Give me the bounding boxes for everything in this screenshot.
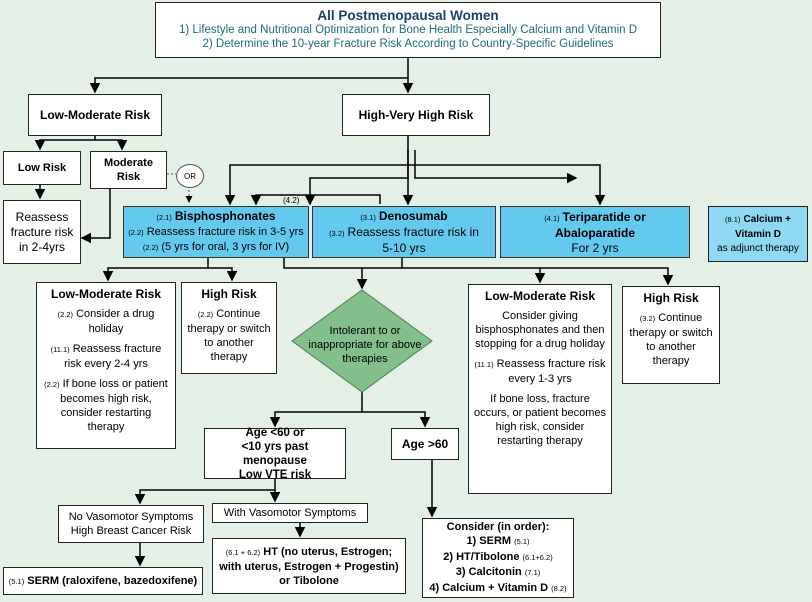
bis-low-mod-ref-3: (2.2) xyxy=(44,380,60,389)
teriparatide-box: (4.1) Teriparatide or Abaloparatide For … xyxy=(500,206,690,258)
bis-ref-3: (2.2) xyxy=(142,243,159,252)
header-box: All Postmenopausal Women 1) Lifestyle an… xyxy=(155,2,661,58)
low-risk-label: Low Risk xyxy=(17,162,67,174)
deno-ref-2: (3.2) xyxy=(329,229,345,238)
teri-title: Teriparatide or Abaloparatide xyxy=(554,209,646,240)
header-line-2: 2) Determine the 10-year Fracture Risk A… xyxy=(202,38,614,50)
age-lt60-line-3: Low VTE risk xyxy=(238,468,312,481)
low-risk-box: Low Risk xyxy=(3,151,81,185)
bis-low-mod-ref-2: (11.1) xyxy=(50,345,70,354)
moderate-risk-label: Moderate Risk xyxy=(104,157,153,183)
header-line-1: 1) Lifestyle and Nutritional Optimizatio… xyxy=(178,24,638,36)
ht-ref: (6.1 + 6.2) xyxy=(225,547,261,557)
ht-tibolone-box: (6.1 + 6.2) HT (no uterus, Estrogen; wit… xyxy=(212,538,406,594)
intolerant-text: Intolerant to or inappropriate for above… xyxy=(308,325,422,365)
age-under-60-box: Age <60 or <10 yrs past menopause Low VT… xyxy=(204,426,346,481)
calcium-ref: (8.1) xyxy=(724,215,741,224)
age-gt60-label: Age >60 xyxy=(401,437,449,451)
ht-line-2: with uterus, Estrogen + Progestin) xyxy=(219,560,399,573)
bis-ref-1: (2.1) xyxy=(156,213,172,222)
with-vasomotor-label: With Vasomotor Symptoms xyxy=(223,507,357,519)
bis-low-moderate-box: Low-Moderate Risk (2.2) Consider a drug … xyxy=(36,282,176,449)
deno-high-risk-box: High Risk (3.2) Continue therapy or swit… xyxy=(622,286,720,384)
bis-low-mod-item-3: If bone loss or patient becomes high ris… xyxy=(60,378,168,433)
high-very-high-risk-box: High-Very High Risk xyxy=(342,94,490,136)
reassess-low-text: Reassess fracture risk in 2-4yrs xyxy=(10,209,74,254)
age-over-60-box: Age >60 xyxy=(391,428,459,460)
teri-line-2: For 2 yrs xyxy=(571,240,619,255)
deno-title: Denosumab xyxy=(378,209,448,223)
with-vasomotor-box: With Vasomotor Symptoms xyxy=(212,503,368,523)
deno-ref-1: (3.1) xyxy=(360,213,376,222)
deno-line-2: Reassess fracture risk in xyxy=(347,225,479,239)
calcium-adjunct-box: (8.1) Calcium + Vitamin D as adjunct the… xyxy=(708,206,808,262)
deno-low-moderate-box: Low-Moderate Risk Consider giving bispho… xyxy=(468,284,612,494)
serm-ref: (5.1) xyxy=(8,576,25,586)
deno-high-ref: (3.2) xyxy=(639,314,656,323)
ht-line-1: HT (no uterus, Estrogen; xyxy=(263,545,393,558)
calcium-title: Calcium + Vitamin D xyxy=(735,214,791,240)
bis-title: Bisphosphonates xyxy=(174,209,276,223)
no-vasomotor-line-2: High Breast Cancer Risk xyxy=(70,525,192,537)
serm-box: (5.1) SERM (raloxifene, bazedoxifene) xyxy=(3,567,203,595)
bis-low-mod-item-2: Reassess fracture risk every 2-4 yrs xyxy=(64,343,162,370)
no-vasomotor-line-1: No Vasomotor Symptoms xyxy=(68,511,194,523)
bisphosphonates-box: (2.1) Bisphosphonates (2.2) Reassess fra… xyxy=(123,206,309,258)
deno-low-mod-title: Low-Moderate Risk xyxy=(484,289,595,303)
bis-high-title: High Risk xyxy=(201,287,257,301)
label-4-2: (4.2) xyxy=(283,196,300,205)
deno-line-3: 5-10 yrs xyxy=(382,241,426,255)
deno-low-mod-item-2: Reassess fracture risk every 1-3 yrs xyxy=(496,358,606,385)
consider-ref-3: (7.1) xyxy=(524,568,541,578)
denosumab-box: (3.1) Denosumab (3.2) Reassess fracture … xyxy=(312,206,496,258)
bis-low-mod-ref-1: (2.2) xyxy=(57,310,74,319)
consider-title: Consider (in order): xyxy=(446,520,550,533)
low-moderate-risk-box: Low-Moderate Risk xyxy=(28,94,162,136)
calcium-line-2: as adjunct therapy xyxy=(717,243,799,254)
consider-ref-1: (5.1) xyxy=(514,537,530,547)
ht-line-3: or Tibolone xyxy=(279,574,339,587)
consider-item-3: 3) Calcitonin xyxy=(455,566,522,579)
deno-low-mod-item-1: Consider giving bisphosphonates and then… xyxy=(475,310,605,350)
header-title: All Postmenopausal Women xyxy=(317,8,499,23)
bis-high-risk-box: High Risk (2.2) Continue therapy or swit… xyxy=(181,282,277,374)
or-connector: OR xyxy=(176,164,204,188)
deno-low-mod-ref-2: (11.1) xyxy=(474,360,494,369)
deno-low-mod-item-3: If bone loss, fracture occurs, or patien… xyxy=(473,393,607,447)
bis-high-text: Continue therapy or switch to another th… xyxy=(187,308,271,363)
serm-text: SERM (raloxifene, bazedoxifene) xyxy=(27,574,198,587)
consider-item-1: 1) SERM xyxy=(466,535,512,548)
low-moderate-risk-label: Low-Moderate Risk xyxy=(39,108,150,122)
bis-line-3: (5 yrs for oral, 3 yrs for IV) xyxy=(161,241,290,253)
no-vasomotor-box: No Vasomotor Symptoms High Breast Cancer… xyxy=(58,505,204,543)
bis-low-mod-item-1: Consider a drug holiday xyxy=(76,308,155,335)
reassess-low-box: Reassess fracture risk in 2-4yrs xyxy=(3,200,81,264)
age-lt60-line-2: <10 yrs past menopause xyxy=(241,440,309,467)
deno-high-text: Continue therapy or switch to another th… xyxy=(629,312,713,367)
teri-ref-1: (4.1) xyxy=(544,213,560,223)
consider-item-4: 4) Calcium + Vitamin D xyxy=(429,581,549,594)
moderate-risk-box: Moderate Risk xyxy=(90,151,167,189)
bis-high-ref: (2.2) xyxy=(197,310,214,319)
deno-high-title: High Risk xyxy=(643,291,699,305)
consider-ref-4: (8.2) xyxy=(551,583,567,593)
age-lt60-line-1: Age <60 or xyxy=(245,426,305,439)
bis-line-2: Reassess fracture risk in 3-5 yrs xyxy=(146,226,304,238)
high-very-high-risk-label: High-Very High Risk xyxy=(358,108,474,122)
consider-box: Consider (in order): 1) SERM (5.1) 2) HT… xyxy=(422,518,574,598)
bis-low-mod-title: Low-Moderate Risk xyxy=(50,287,161,301)
consider-item-2: 2) HT/Tibolone xyxy=(443,550,520,563)
or-label: OR xyxy=(184,171,196,181)
bis-ref-2: (2.2) xyxy=(128,228,144,237)
consider-ref-2: (6.1+6.2) xyxy=(522,552,553,562)
